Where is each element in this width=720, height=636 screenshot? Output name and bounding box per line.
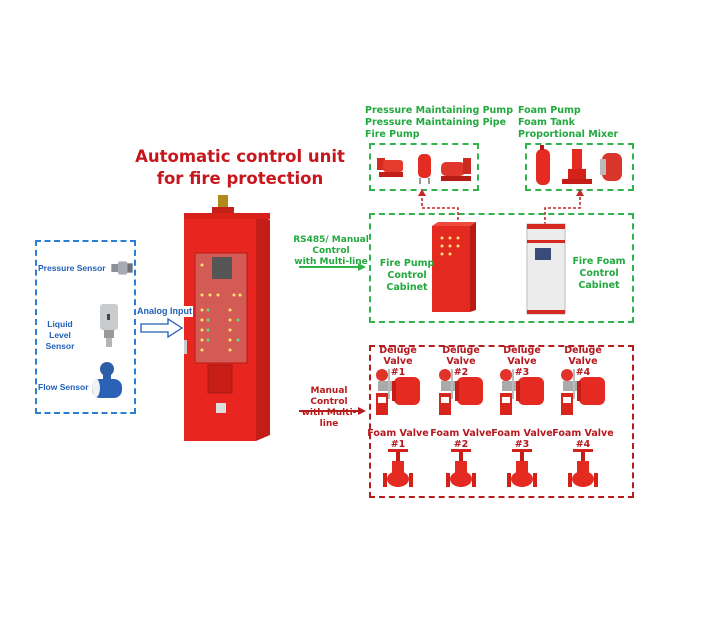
label-line: Proportional Mixer xyxy=(518,129,619,140)
label-line: Deluge Valve xyxy=(564,345,602,367)
label-line: Foam Valve xyxy=(552,428,614,439)
fire-foam-cabinet-label: Fire Foam Control Cabinet xyxy=(565,256,633,292)
foam-valve-label: Foam Valve #3 xyxy=(489,428,555,450)
foam-equipment-icon xyxy=(536,145,622,185)
green-arrow-icon xyxy=(299,263,366,271)
deluge-valve-icon xyxy=(500,369,544,415)
label-line: #1 xyxy=(390,367,406,378)
label-line: Foam Pump xyxy=(518,105,581,116)
pump-group-labels: Pressure Maintaining Pump Pressure Maint… xyxy=(365,105,513,141)
deluge-valve-icon xyxy=(439,369,483,415)
foam-valve-label: Foam Valve #2 xyxy=(428,428,494,450)
foam-valve-label: Foam Valve #1 xyxy=(365,428,431,450)
liquid-level-sensor-icon xyxy=(100,304,118,347)
manual-control-link-label: Manual Control with Multi-line xyxy=(293,386,365,430)
flow-sensor-icon xyxy=(92,362,122,398)
label-line: Foam Valve xyxy=(491,428,553,439)
label-line: #1 xyxy=(390,439,406,450)
label-line: Control Cabinet xyxy=(386,270,428,293)
flow-sensor-label: Flow Sensor xyxy=(38,382,89,392)
label-line: Sensor xyxy=(45,341,75,351)
label-line: #4 xyxy=(575,367,591,378)
control-cabinets-group xyxy=(369,213,634,323)
diagram-title: Automatic control unit for fire protecti… xyxy=(130,146,350,190)
pressure-sensor-label: Pressure Sensor xyxy=(38,263,106,273)
title-line-1: Automatic control unit xyxy=(135,147,345,166)
label-line: Fire Pump xyxy=(379,258,435,269)
label-line: Deluge Valve xyxy=(503,345,541,367)
deluge-valve-label: Deluge Valve #2 xyxy=(428,345,494,378)
label-line: Foam Valve xyxy=(367,428,429,439)
label-line: RS485/ Manual Control xyxy=(293,235,369,256)
label-line: Pressure Maintaining Pipe xyxy=(365,117,507,128)
pump-equipment-group xyxy=(369,143,479,191)
label-line: with Multi-line xyxy=(294,257,368,267)
foam-valve-icon xyxy=(383,449,413,487)
label-line: Manual Control xyxy=(310,386,348,407)
label-line: Foam Valve xyxy=(430,428,492,439)
pressure-sensor-icon xyxy=(111,261,133,275)
fire-pump-cabinet-icon xyxy=(432,222,476,312)
rs485-link-label: RS485/ Manual Control with Multi-line xyxy=(286,235,376,268)
foam-valve-icon xyxy=(507,449,537,487)
label-line: Pressure Maintaining Pump xyxy=(365,105,514,116)
label-line: #2 xyxy=(453,367,469,378)
title-line-2: for fire protection xyxy=(156,169,324,188)
label-line: Control Cabinet xyxy=(578,268,620,291)
control-unit-cabinet xyxy=(184,195,270,441)
foam-valve-icon xyxy=(446,449,476,487)
fire-foam-cabinet-icon xyxy=(526,223,566,315)
dashed-connectors xyxy=(418,189,584,225)
valves-group xyxy=(369,345,634,498)
deluge-valve-icon xyxy=(561,369,605,415)
label-line: #3 xyxy=(514,439,530,450)
deluge-valve-label: Deluge Valve #3 xyxy=(489,345,555,378)
label-line: Foam Tank xyxy=(518,117,575,128)
label-line: #2 xyxy=(453,439,469,450)
pump-equipment-icon xyxy=(377,154,471,184)
label-line: Fire Foam xyxy=(572,256,626,267)
sensor-group xyxy=(35,240,136,414)
deluge-valve-label: Deluge Valve #1 xyxy=(365,345,431,378)
deluge-valve-label: Deluge Valve #4 xyxy=(550,345,616,378)
analog-input-arrow-icon xyxy=(140,318,184,338)
foam-group-labels: Foam Pump Foam Tank Proportional Mixer xyxy=(518,105,618,141)
label-line: Deluge Valve xyxy=(442,345,480,367)
label-line: Deluge Valve xyxy=(379,345,417,367)
label-line: #3 xyxy=(514,367,530,378)
label-line: Liquid Level xyxy=(47,319,73,340)
foam-valve-label: Foam Valve #4 xyxy=(550,428,616,450)
label-line: Fire Pump xyxy=(365,129,420,140)
foam-valve-icon xyxy=(568,449,598,487)
liquid-level-sensor-label: Liquid Level Sensor xyxy=(38,319,82,352)
label-line: with Multi-line xyxy=(301,408,357,429)
fire-pump-cabinet-label: Fire Pump Control Cabinet xyxy=(372,258,442,294)
analog-input-label: Analog Input xyxy=(137,306,193,317)
deluge-valve-icon xyxy=(376,369,420,415)
red-arrow-icon xyxy=(299,407,366,415)
label-line: #4 xyxy=(575,439,591,450)
